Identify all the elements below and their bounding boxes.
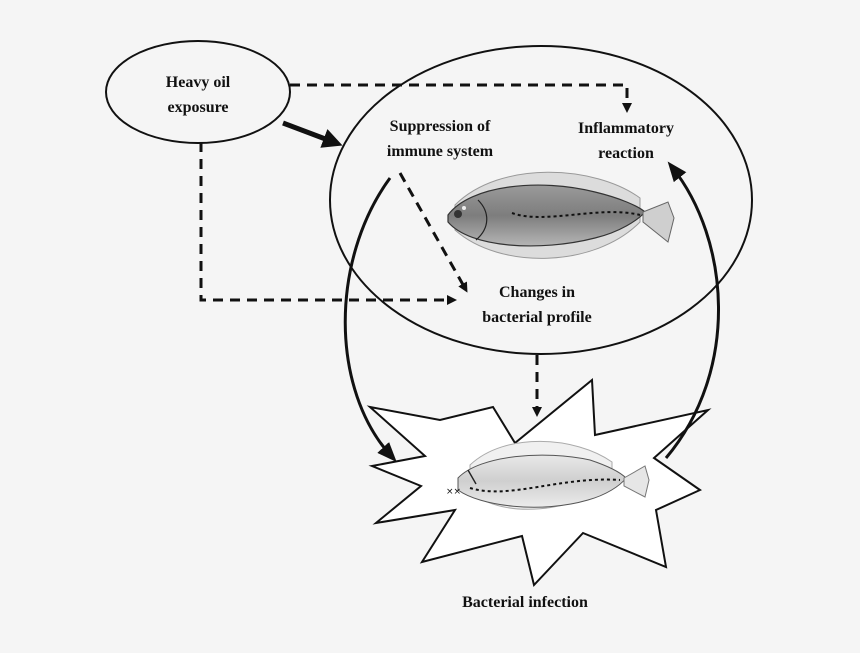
arrow-oil-to-changes	[199, 142, 457, 305]
changes-line1: Changes in	[498, 284, 576, 301]
changes-line2: bacterial profile	[482, 309, 592, 326]
flatfish-icon	[447, 171, 675, 259]
suppression-line1: Suppression of	[389, 118, 491, 135]
changes-label: Changes in bacterial profile	[462, 280, 612, 330]
bacterial-infection-text: Bacterial infection	[462, 594, 588, 611]
inflammatory-label: Inflammatory reaction	[566, 116, 686, 166]
arrow-oil-to-inflammatory	[290, 83, 632, 113]
inflammatory-line1: Inflammatory	[578, 120, 674, 137]
svg-text:××: ××	[446, 487, 461, 497]
inflammatory-line2: reaction	[598, 145, 654, 162]
heavy-oil-line1: Heavy oil	[165, 74, 231, 91]
arrow-oil-to-suppression	[282, 120, 343, 148]
arrow-suppression-to-changes	[398, 172, 468, 293]
heavy-oil-line2: exposure	[167, 99, 229, 116]
heavy-oil-ellipse	[105, 40, 291, 144]
heavy-oil-label: Heavy oil exposure	[138, 70, 258, 120]
suppression-line2: immune system	[386, 143, 494, 160]
arrow-infection-to-inflammatory	[664, 161, 720, 459]
arrow-suppression-to-infection	[343, 177, 397, 463]
sick-flatfish-icon: ××	[446, 440, 650, 510]
suppression-label: Suppression of immune system	[370, 114, 510, 164]
bacterial-infection-label: Bacterial infection	[440, 590, 610, 615]
body-ellipse	[329, 45, 753, 355]
